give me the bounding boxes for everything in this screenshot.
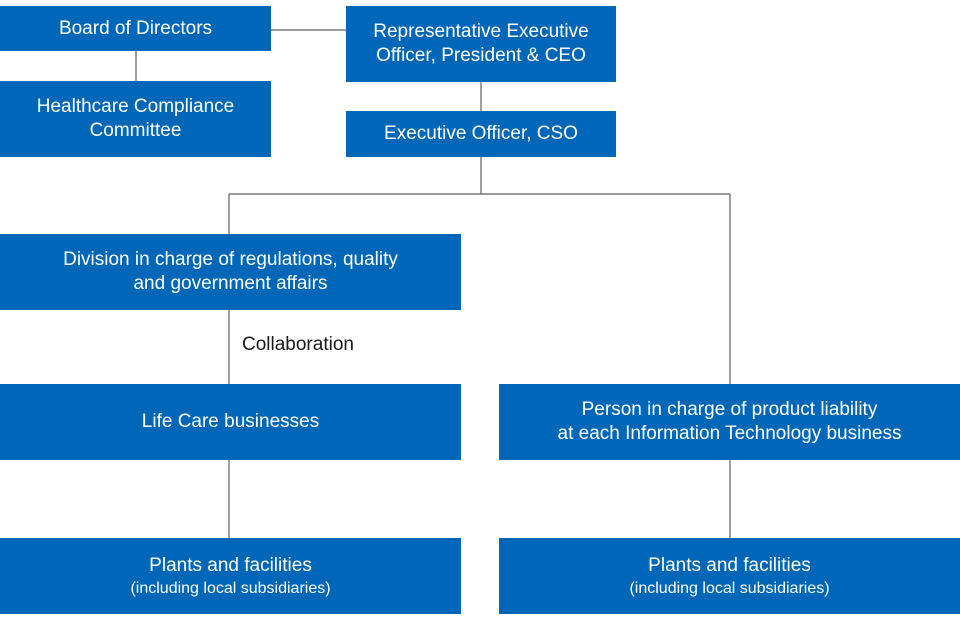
node-plants-facilities-left-title: Plants and facilities [149, 554, 312, 576]
node-healthcare-compliance-committee: Healthcare Compliance Committee [0, 81, 271, 157]
node-ceo-title: Representative Executive Officer, Presid… [373, 21, 589, 66]
node-plants-facilities-left: Plants and facilities (including local s… [0, 538, 461, 614]
node-ceo: Representative Executive Officer, Presid… [346, 6, 616, 82]
node-regulations-division: Division in charge of regulations, quali… [0, 234, 461, 310]
node-executive-officer-cso-title: Executive Officer, CSO [384, 123, 578, 144]
node-board-of-directors-title: Board of Directors [58, 17, 213, 39]
node-life-care-businesses-title: Life Care businesses [141, 411, 320, 432]
node-plants-facilities-right: Plants and facilities (including local s… [499, 538, 960, 614]
node-life-care-businesses: Life Care businesses [0, 384, 461, 460]
node-board-of-directors: Board of Directors [0, 6, 271, 51]
node-plants-facilities-left-subtitle: (including local subsidiaries) [130, 579, 331, 597]
node-executive-officer-cso: Executive Officer, CSO [346, 111, 616, 157]
node-plants-facilities-right-title: Plants and facilities [648, 554, 811, 576]
node-regulations-division-title: Division in charge of regulations, quali… [63, 249, 398, 294]
node-product-liability-person: Person in charge of product liability at… [499, 384, 960, 460]
collaboration-label: Collaboration [242, 334, 354, 355]
node-product-liability-person-title: Person in charge of product liability at… [557, 399, 902, 444]
node-plants-facilities-right-subtitle: (including local subsidiaries) [629, 579, 830, 597]
node-healthcare-compliance-committee-title: Healthcare Compliance Committee [36, 96, 235, 141]
